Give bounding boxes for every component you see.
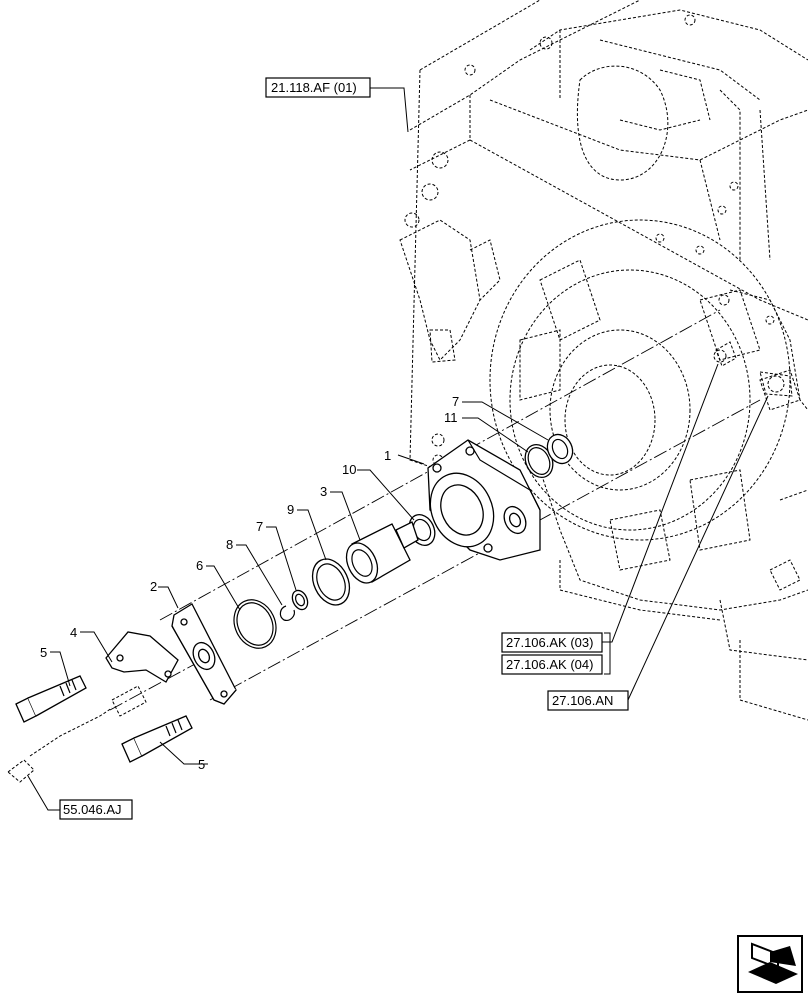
part-5-bolt-top	[15, 675, 87, 723]
ref-label-27-106-ak-04: 27.106.AK (04)	[506, 657, 593, 672]
callout-5-bottom: 5	[198, 757, 205, 772]
ref-label-55-046-aj: 55.046.AJ	[63, 802, 122, 817]
callout-10: 10	[342, 462, 356, 477]
callout-8: 8	[226, 537, 233, 552]
part-2-cover-plate	[171, 603, 237, 705]
callout-2: 2	[150, 579, 157, 594]
leader-lines	[27, 87, 769, 811]
book-arrow-icon[interactable]	[737, 935, 803, 993]
part-8-circlip	[279, 605, 295, 621]
callout-5-top: 5	[40, 645, 47, 660]
ref-link-27-106-an[interactable]: 27.106.AN	[547, 690, 629, 711]
callout-3: 3	[320, 484, 327, 499]
part-1-housing	[427, 439, 541, 561]
part-5-bolt-bottom	[121, 715, 193, 763]
ref-link-transmission-housing[interactable]: 21.118.AF (01)	[265, 77, 371, 98]
part-7-snap-ring-top	[546, 433, 574, 465]
part-4-bracket	[105, 631, 179, 683]
ref-label-27-106-ak-03: 27.106.AK (03)	[506, 635, 593, 650]
callout-6: 6	[196, 558, 203, 573]
callout-1: 1	[384, 448, 391, 463]
part-11-o-ring	[524, 443, 554, 479]
callout-9: 9	[287, 502, 294, 517]
ref-label-transmission-housing: 21.118.AF (01)	[271, 80, 357, 95]
callout-numbers: 1 2 3 4 5 5 6 7 7 8 9 10 11	[40, 394, 459, 772]
transmission-housing-outline	[399, 0, 808, 721]
part-9-snap-ring	[311, 558, 351, 606]
ref-link-55-046-aj[interactable]: 55.046.AJ	[59, 799, 133, 820]
part-6-o-ring	[233, 599, 277, 649]
callout-7-top: 7	[452, 394, 459, 409]
ref-label-27-106-an: 27.106.AN	[552, 693, 613, 708]
part-3-sleeve	[345, 521, 419, 584]
right-side-fittings	[715, 341, 793, 397]
ref-bracket	[604, 632, 611, 675]
callout-11: 11	[444, 410, 458, 425]
ref-link-27-106-ak-03[interactable]: 27.106.AK (03)	[501, 632, 603, 653]
speed-sensor	[7, 685, 147, 783]
ref-link-27-106-ak-04[interactable]: 27.106.AK (04)	[501, 654, 603, 675]
callout-4: 4	[70, 625, 77, 640]
callout-7-mid: 7	[256, 519, 263, 534]
part-7-circlip-mid	[291, 589, 309, 611]
